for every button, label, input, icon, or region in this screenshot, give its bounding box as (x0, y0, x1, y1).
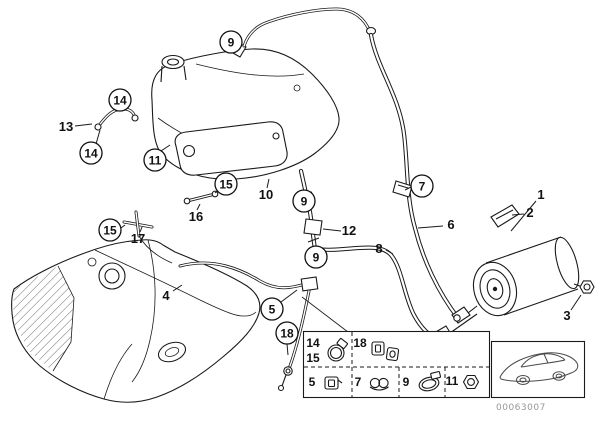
callout-label: 9 (228, 36, 235, 50)
filler-cap (161, 54, 185, 70)
fuel-tank (11, 239, 261, 403)
callout-label: 15 (103, 224, 117, 238)
double-hose-clip-icon (369, 377, 389, 391)
callout-label: 16 (189, 209, 203, 224)
callout-circled-5[interactable]: 5 (260, 289, 298, 321)
callout-circled-18[interactable]: 18 (275, 321, 299, 356)
vent-tube-top (242, 7, 377, 48)
tank-outlet-tube (298, 168, 323, 252)
sender-flange (157, 341, 187, 363)
callout-plain-13[interactable]: 13 (59, 119, 93, 134)
clamp-ring-icon (418, 371, 442, 392)
cable-clip-icon (371, 341, 400, 362)
callout-label: 5 (269, 303, 276, 317)
callout-circled-15-right[interactable]: 15 (214, 172, 238, 196)
legend-item-14[interactable]: 14 (306, 336, 320, 350)
car-thumbnail-box (490, 340, 586, 399)
small-fittings (94, 107, 219, 264)
callout-circled-15-left[interactable]: 15 (98, 218, 126, 242)
legend-item-18[interactable]: 18 (353, 336, 367, 350)
callout-label: 15 (219, 178, 233, 192)
callout-circled-11[interactable]: 11 (143, 144, 171, 172)
callout-plain-12[interactable]: 12 (322, 223, 356, 238)
pump-flange (98, 262, 126, 290)
callout-label: 2 (526, 205, 533, 220)
doc-number: 00063007 (496, 403, 546, 413)
line-end-fitting-18 (277, 366, 293, 392)
callout-label: 4 (162, 288, 170, 303)
vent-hoses (312, 32, 461, 344)
callout-circled-7[interactable]: 7 (404, 174, 434, 198)
carbon-filter (472, 204, 595, 317)
callout-plain-4[interactable]: 4 (162, 284, 183, 303)
legend-item-5[interactable]: 5 (309, 375, 316, 389)
callout-plain-17[interactable]: 17 (131, 226, 145, 246)
vent-hose-6 (368, 32, 461, 321)
callout-label: 7 (419, 180, 426, 194)
callout-label: 10 (259, 187, 273, 202)
callout-label: 9 (301, 195, 308, 209)
callout-label: 3 (563, 308, 570, 323)
legend-item-9[interactable]: 9 (403, 375, 410, 389)
filter-bolt-3 (573, 280, 595, 294)
callout-label: 17 (131, 231, 145, 246)
line-connector-5 (300, 276, 319, 292)
callout-label: 1 (537, 187, 544, 202)
callout-label: 11 (149, 154, 162, 168)
legend-item-7[interactable]: 7 (355, 375, 362, 389)
callout-circled-9-mid[interactable]: 9 (292, 189, 316, 213)
hex-nut-icon (462, 374, 480, 390)
callouts: 9 14 14 11 15 15 9 (59, 30, 582, 356)
callout-plain-16[interactable]: 16 (189, 203, 203, 224)
t-fitting-17 (122, 210, 173, 264)
legend-item-11[interactable]: 11 (446, 374, 459, 388)
expansion-tank (151, 42, 340, 252)
holder-clip-icon (324, 376, 343, 390)
mounting-flange (174, 121, 288, 176)
vent-hose-8 (312, 245, 443, 344)
callout-plain-3[interactable]: 3 (563, 294, 582, 323)
callout-label: 8 (375, 241, 382, 256)
callout-label: 9 (313, 251, 320, 265)
callout-circled-9-top[interactable]: 9 (219, 30, 243, 54)
callout-plain-6[interactable]: 6 (417, 217, 455, 232)
callout-plain-8[interactable]: 8 (375, 241, 394, 256)
legend-box: 14 15 18 5 7 9 (302, 330, 491, 399)
car-box-frame (490, 340, 586, 399)
callout-label: 13 (59, 119, 73, 134)
callout-plain-2[interactable]: 2 (511, 205, 534, 220)
callout-plain-10[interactable]: 10 (259, 178, 273, 202)
callout-label: 12 (342, 223, 356, 238)
callout-circled-14-lower[interactable]: 14 (79, 129, 103, 165)
callout-label: 14 (84, 147, 98, 161)
callout-label: 14 (113, 94, 127, 108)
bracket-12 (303, 218, 323, 236)
callout-label: 6 (447, 217, 454, 232)
callout-plain-1[interactable]: 1 (510, 187, 545, 232)
legend-item-15[interactable]: 15 (306, 351, 320, 365)
car-thumbnail (499, 352, 579, 385)
pipe-16 (183, 190, 219, 205)
callout-circled-14-upper[interactable]: 14 (108, 88, 132, 112)
context-line (301, 296, 349, 333)
hose-clip-7 (392, 180, 413, 198)
legend-frame (302, 330, 491, 399)
scavenging-line (178, 261, 349, 392)
elbow-hose-13 (94, 107, 139, 131)
hose-clamp-icon (327, 338, 348, 362)
callout-label: 18 (280, 327, 294, 341)
filter-bracket-2 (490, 204, 520, 228)
callout-circled-9-lower[interactable]: 9 (304, 245, 328, 269)
